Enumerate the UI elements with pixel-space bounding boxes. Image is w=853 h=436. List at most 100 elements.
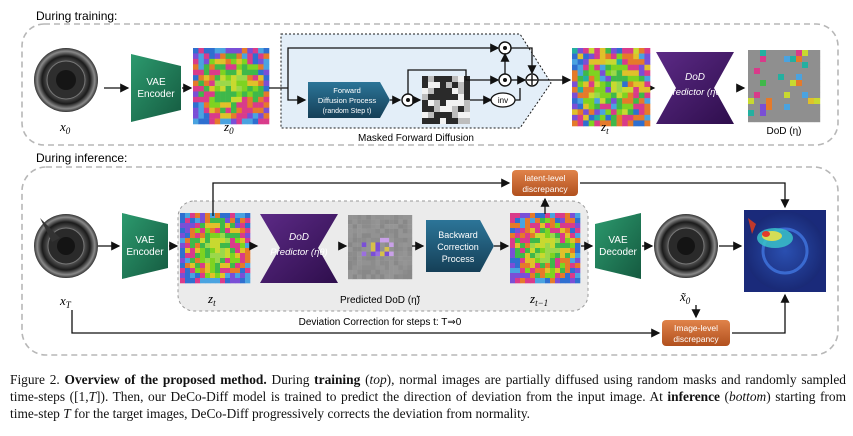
mosaic-cell <box>209 86 216 92</box>
mosaic-cell <box>530 213 536 219</box>
pred-dod-cell <box>361 224 367 229</box>
mosaic-cell <box>622 81 629 88</box>
mosaic-cell <box>560 278 566 284</box>
dod-cell <box>796 116 803 123</box>
mosaic-cell <box>245 223 251 229</box>
mosaic-cell <box>225 248 231 254</box>
pred-dod-cell <box>398 233 404 239</box>
pred-dod-cell <box>402 224 408 229</box>
mosaic-cell <box>565 243 571 249</box>
mosaic-cell <box>220 102 226 109</box>
mosaic-cell <box>577 59 584 66</box>
mosaic-cell <box>245 218 251 224</box>
dod-cell <box>802 116 809 123</box>
mosaic-cell <box>231 69 237 76</box>
dod-cell <box>808 110 815 117</box>
dod-cell <box>808 62 815 69</box>
mosaic-cell <box>633 75 640 82</box>
pred-dod-cell <box>407 215 413 220</box>
dod-cell <box>772 74 779 81</box>
dod-cell <box>748 110 755 117</box>
dod-cell <box>754 110 761 117</box>
mosaic-cell <box>545 248 551 254</box>
mosaic-cell <box>220 248 226 254</box>
pred-dod-cell <box>402 251 408 257</box>
mosaic-cell <box>230 223 236 229</box>
dod-cell <box>772 86 779 93</box>
pred-dod-cell <box>366 242 372 248</box>
mosaic-cell <box>572 70 578 77</box>
mosaic-cell <box>231 80 237 87</box>
mosaic-cell <box>622 120 629 127</box>
mosaic-cell <box>535 258 541 264</box>
pred-dod-cell <box>357 224 362 229</box>
mosaic-cell <box>190 243 196 249</box>
pred-dod-cell <box>398 256 404 261</box>
mosaic-cell <box>215 243 221 249</box>
pred-dod-cell <box>366 237 372 243</box>
multiply-operator-3 <box>498 73 512 87</box>
mosaic-cell <box>252 53 259 60</box>
dod-cell <box>796 74 803 81</box>
dod-cell <box>784 74 791 81</box>
mosaic-cell <box>205 268 211 274</box>
mosaic-cell <box>180 218 186 224</box>
mosaic-cell <box>215 273 221 279</box>
pred-dod-cell <box>370 247 376 252</box>
mosaic-cell <box>247 102 254 109</box>
mosaic-cell <box>583 70 590 77</box>
mosaic-cell <box>203 75 210 81</box>
mosaic-cell <box>215 228 221 234</box>
mosaic-cell <box>633 53 640 60</box>
mosaic-cell <box>520 248 526 254</box>
mosaic-cell <box>252 113 259 119</box>
mosaic-cell <box>572 103 578 110</box>
mosaic-cell <box>530 223 536 229</box>
pred-dod-cell <box>380 219 385 225</box>
mosaic-cell <box>230 238 236 244</box>
mosaic-cell <box>195 273 201 279</box>
mask-cell <box>446 118 452 124</box>
dod-cell <box>772 50 779 57</box>
mosaic-cell <box>258 91 264 98</box>
mosaic-cell <box>605 75 612 82</box>
mosaic-cell <box>198 64 205 71</box>
mosaic-cell <box>258 113 264 119</box>
mosaic-cell <box>190 273 196 279</box>
training-dod-line2: Predictor (ηθ) <box>666 87 723 98</box>
mosaic-cell <box>193 64 199 71</box>
mosaic-cell <box>622 114 629 121</box>
mosaic-cell <box>570 253 576 259</box>
mosaic-cell <box>236 86 243 92</box>
mosaic-cell <box>240 273 246 279</box>
pred-dod-cell <box>393 251 399 257</box>
mosaic-cell <box>195 253 201 259</box>
pred-dod-cell <box>370 251 376 257</box>
dod-cell <box>766 62 773 69</box>
mosaic-cell <box>198 86 205 92</box>
mosaic-cell <box>236 118 243 125</box>
mosaic-cell <box>231 53 237 60</box>
mosaic-cell <box>565 273 571 279</box>
mosaic-cell <box>230 228 236 234</box>
mosaic-cell <box>644 103 651 110</box>
mosaic-cell <box>611 81 617 88</box>
dod-cell <box>790 68 797 75</box>
mosaic-cell <box>644 109 651 116</box>
pred-dod-cell <box>357 219 362 225</box>
pred-dod-cell <box>375 265 381 271</box>
mosaic-cell <box>535 253 541 259</box>
pred-dod-cell <box>380 242 385 248</box>
mosaic-cell <box>209 64 216 71</box>
mosaic-cell <box>605 53 612 60</box>
mosaic-cell <box>565 238 571 244</box>
mosaic-cell <box>220 107 226 114</box>
mosaic-cell <box>225 238 231 244</box>
pred-dod-cell <box>352 224 358 229</box>
mosaic-cell <box>258 102 264 109</box>
pred-dod-cell <box>366 215 372 220</box>
mosaic-cell <box>258 53 264 60</box>
mosaic-cell <box>520 243 526 249</box>
caption-training: training <box>314 372 361 387</box>
mosaic-cell <box>588 64 595 71</box>
